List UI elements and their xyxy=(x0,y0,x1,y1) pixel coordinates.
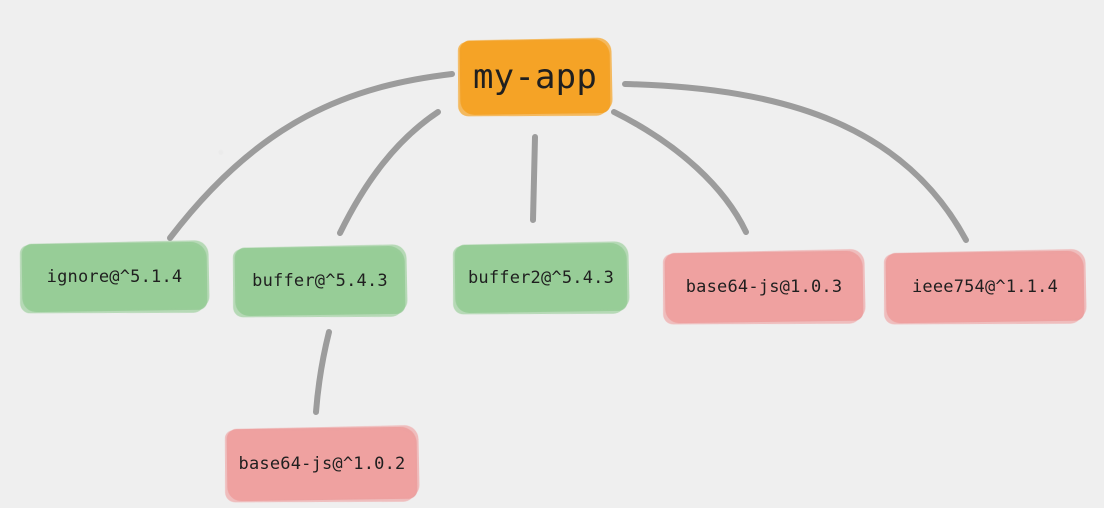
node-my-app[interactable]: my-app xyxy=(459,38,611,116)
edge-buffer-base64-js-102 xyxy=(313,329,332,415)
node-ignore-label: ignore@^5.1.4 xyxy=(46,267,183,287)
edge-my-app-ignore xyxy=(167,71,455,241)
node-base64-js-103[interactable]: base64-js@1.0.3 xyxy=(664,250,864,324)
node-base64-js-103-label: base64-js@1.0.3 xyxy=(685,277,843,297)
edge-my-app-buffer xyxy=(337,109,441,236)
edge-my-app-base64-js-103 xyxy=(611,109,749,235)
node-ignore[interactable]: ignore@^5.1.4 xyxy=(21,241,208,313)
node-buffer[interactable]: buffer@^5.4.3 xyxy=(234,245,406,317)
node-base64-js-102-label: base64-js@^1.0.2 xyxy=(238,454,406,474)
node-base64-js-102[interactable]: base64-js@^1.0.2 xyxy=(226,426,418,502)
node-buffer-label: buffer@^5.4.3 xyxy=(252,271,388,291)
node-ieee754[interactable]: ieee754@^1.1.4 xyxy=(885,250,1085,324)
node-my-app-label: my-app xyxy=(472,57,598,97)
node-buffer2-label: buffer2@^5.4.3 xyxy=(467,268,615,288)
node-buffer2[interactable]: buffer2@^5.4.3 xyxy=(454,242,628,314)
node-ieee754-label: ieee754@^1.1.4 xyxy=(911,277,1059,297)
edge-my-app-buffer2 xyxy=(530,134,538,223)
edge-my-app-ieee754 xyxy=(622,81,969,243)
